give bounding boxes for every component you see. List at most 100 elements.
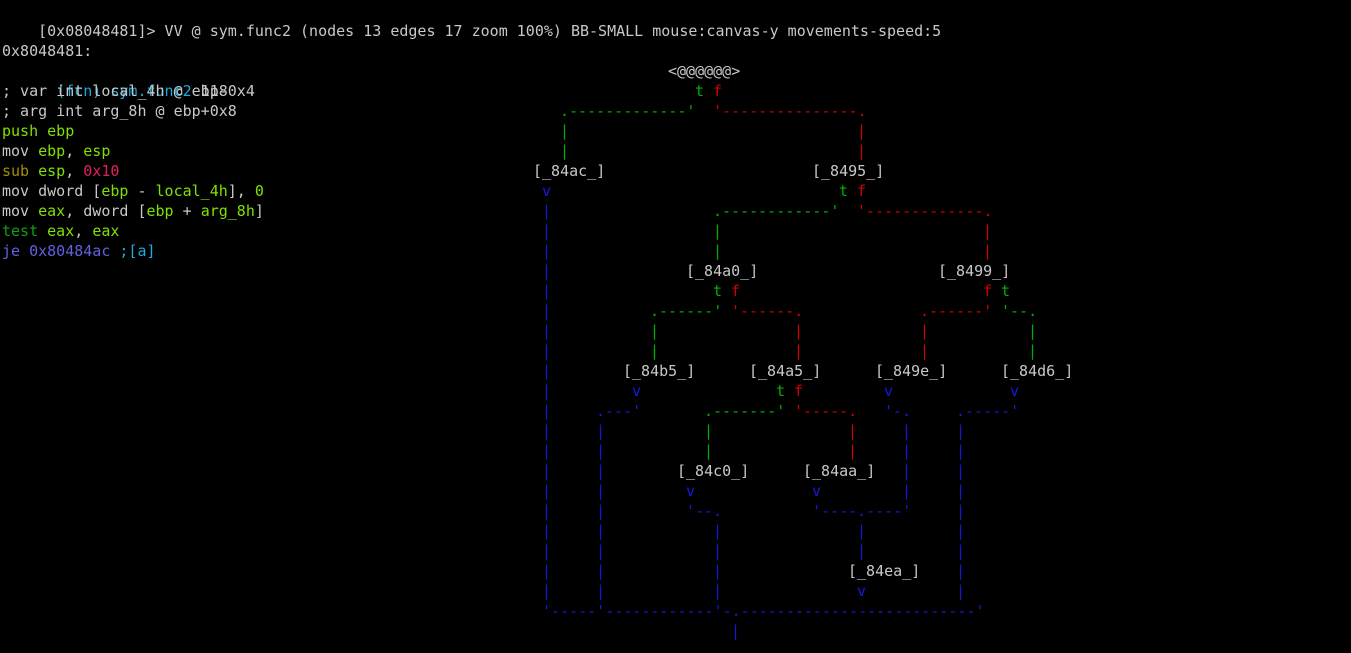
edge-segment: .------'	[650, 302, 723, 320]
operand: ],	[227, 182, 255, 200]
edge-segment: .-------------'	[560, 102, 696, 120]
operand: 0x10	[83, 162, 120, 180]
true-branch-label: t	[713, 282, 723, 300]
edge-segment: |	[542, 202, 552, 220]
edge-segment: |	[542, 242, 552, 260]
edge-segment: |	[713, 582, 723, 600]
operand: dword [	[29, 182, 102, 200]
edge-segment: |	[731, 622, 741, 640]
graph-node-84ac[interactable]: [_84ac_]	[533, 162, 606, 180]
graph-node-84a5[interactable]: [_84a5_]	[749, 362, 822, 380]
edge-segment: |	[713, 242, 723, 260]
operand: esp	[29, 162, 66, 180]
edge-segment: |	[902, 462, 912, 480]
edge-arrow: v	[857, 582, 867, 600]
true-branch-label: t	[839, 182, 849, 200]
instruction-line[interactable]: mov dword [ebp - local_4h], 0	[2, 181, 264, 201]
edge-segment: |	[956, 502, 966, 520]
edge-segment: |	[542, 382, 552, 400]
graph-node-849e[interactable]: [_849e_]	[875, 362, 948, 380]
false-branch-label: f	[794, 382, 804, 400]
edge-segment: |	[542, 342, 552, 360]
edge-segment: |	[596, 442, 606, 460]
edge-segment: |	[956, 422, 966, 440]
arg-comment: ; arg int arg_8h @ ebp+0x8	[2, 102, 237, 120]
edge-segment: |	[596, 422, 606, 440]
operand: esp	[83, 142, 111, 160]
operand: ebp	[101, 182, 129, 200]
mnemonic: sub	[2, 162, 30, 180]
operand: ebp	[29, 142, 66, 160]
edge-segment: |	[713, 562, 723, 580]
edge-segment: |	[542, 562, 552, 580]
edge-segment: |	[542, 262, 552, 280]
instruction-line[interactable]: je 0x80484ac ;[a]	[2, 241, 156, 261]
edge-segment: '-----'------------'-.------------------…	[542, 602, 985, 620]
edge-segment: '----.----'	[812, 502, 912, 520]
edge-segment: |	[956, 542, 966, 560]
instruction-line[interactable]: sub esp, 0x10	[2, 161, 119, 181]
operand: eax	[92, 222, 120, 240]
operand: eax	[29, 202, 66, 220]
edge-arrow: v	[542, 182, 552, 200]
edge-segment: |	[542, 222, 552, 240]
true-branch-label: t	[1001, 282, 1011, 300]
graph-node-84ea[interactable]: [_84ea_]	[848, 562, 921, 580]
edge-segment: |	[857, 542, 867, 560]
operand: ]	[254, 202, 264, 220]
prompt: [0x08048481]>	[38, 22, 156, 40]
operand: ,	[65, 162, 84, 180]
edge-segment: |	[857, 122, 867, 140]
edge-segment: |	[542, 442, 552, 460]
edge-segment: |	[596, 542, 606, 560]
edge-segment: |	[560, 122, 570, 140]
edge-segment: |	[542, 322, 552, 340]
edge-segment: |	[542, 462, 552, 480]
edge-arrow: v	[686, 482, 696, 500]
fcn-tag: (fcn)	[56, 82, 102, 100]
edge-segment: .------------'	[713, 202, 840, 220]
edge-segment: |	[902, 482, 912, 500]
graph-node-84b5[interactable]: [_84b5_]	[623, 362, 696, 380]
graph-node-8499[interactable]: [_8499_]	[938, 262, 1011, 280]
instruction-line[interactable]: mov ebp, esp	[2, 141, 110, 161]
edge-segment: .-----'	[956, 402, 1020, 420]
edge-segment: |	[848, 422, 858, 440]
edge-segment: |	[560, 142, 570, 160]
graph-node-entry[interactable]: <@@@@@@>	[668, 62, 741, 80]
operand: ebp	[38, 122, 75, 140]
edge-segment: |	[1028, 342, 1038, 360]
edge-segment: |	[794, 342, 804, 360]
edge-segment: |	[983, 222, 993, 240]
operand: -	[128, 182, 156, 200]
instruction-line[interactable]: test eax, eax	[2, 221, 119, 241]
edge-segment: |	[596, 462, 606, 480]
true-branch-label: t	[695, 82, 705, 100]
command-line: VV @ sym.func2 (nodes 13 edges 17 zoom 1…	[155, 22, 942, 40]
edge-arrow: v	[1010, 382, 1020, 400]
edge-arrow: v	[632, 382, 642, 400]
edge-segment: '-------------.	[857, 202, 993, 220]
mnemonic: mov	[2, 202, 30, 220]
mnemonic: push	[2, 122, 39, 140]
instruction-line[interactable]: push ebp	[2, 121, 74, 141]
operand: local_4h	[155, 182, 228, 200]
false-branch-label: f	[713, 82, 723, 100]
edge-segment: '-----.	[794, 402, 858, 420]
edge-segment: |	[542, 302, 552, 320]
graph-node-84a0[interactable]: [_84a0_]	[686, 262, 759, 280]
instruction-line[interactable]: mov eax, dword [ebp + arg_8h]	[2, 201, 264, 221]
operand: 0	[254, 182, 264, 200]
edge-segment: |	[542, 362, 552, 380]
operand: 0x80484ac	[20, 242, 111, 260]
edge-segment: .-------'	[704, 402, 786, 420]
graph-node-84c0[interactable]: [_84c0_]	[677, 462, 750, 480]
function-header: (fcn) sym.func2 118	[2, 61, 228, 100]
graph-node-8495[interactable]: [_8495_]	[812, 162, 885, 180]
graph-node-84aa[interactable]: [_84aa_]	[803, 462, 876, 480]
graph-node-84d6[interactable]: [_84d6_]	[1001, 362, 1074, 380]
edge-segment: |	[857, 522, 867, 540]
edge-segment: |	[542, 582, 552, 600]
edge-segment: |	[542, 402, 552, 420]
edge-segment: |	[920, 322, 930, 340]
